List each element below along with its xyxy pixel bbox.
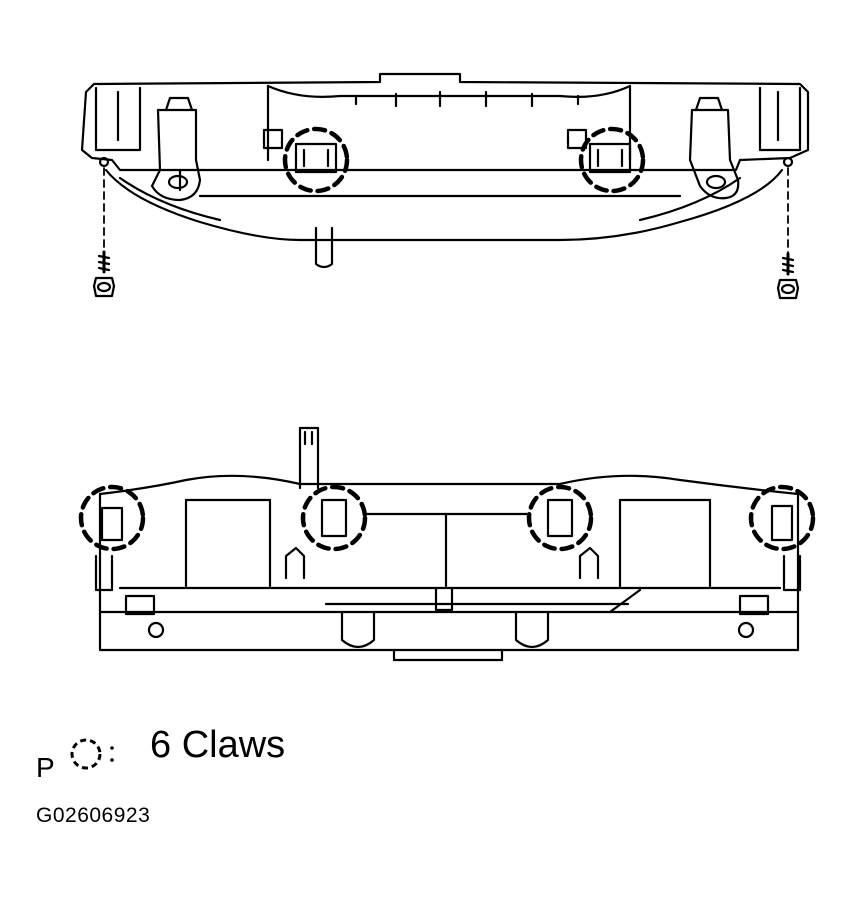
legend-label: 6 Claws xyxy=(150,724,286,766)
screw-left xyxy=(92,250,116,298)
legend: P 6 Claws xyxy=(36,722,456,783)
legend-prefix: P xyxy=(36,752,55,783)
bottom-housing xyxy=(94,426,802,662)
screw-guide-lines xyxy=(103,167,789,259)
claw-marker-6 xyxy=(748,484,816,552)
claw-marker-4 xyxy=(300,484,368,552)
claw-marker-3 xyxy=(78,484,146,552)
claw-marker-5 xyxy=(526,484,594,552)
claw-marker-2 xyxy=(578,126,646,194)
claw-marker-1 xyxy=(282,126,350,194)
screw-right xyxy=(776,252,800,300)
top-housing xyxy=(80,72,810,269)
figure-id: G02606923 xyxy=(36,804,151,827)
claw-marker-icon xyxy=(70,738,114,770)
